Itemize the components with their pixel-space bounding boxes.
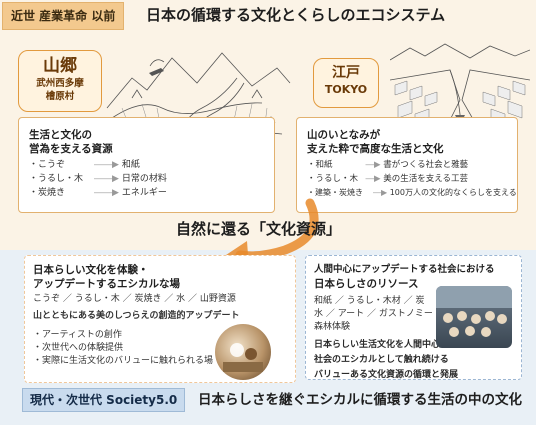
modern-experience-card: 日本らしい文化を体験・ アップデートするエシカルな場 こうぞ ／ うるし・木 ／…: [24, 255, 296, 383]
arrow-icon: ―▶: [373, 188, 390, 197]
edo-badge-sub: TOKYO: [324, 83, 368, 96]
modern-right-line: 日本らしい生活文化を人間中心: [314, 340, 441, 350]
group-photo: [436, 286, 512, 348]
diagram-title: 日本の循環する文化とくらしのエコシステム: [146, 6, 446, 24]
edo-row-right: 100万人の文化的なくらしを支える: [389, 188, 517, 197]
modern-right-line: 社会のエシカルとして触れ続ける: [314, 355, 449, 365]
satoyama-row-left: こうぞ: [38, 160, 66, 170]
modern-right-resources-1: 和紙 ／ うるし・木材 ／ 炭: [314, 296, 425, 306]
modern-left-item: ・実際に生活文化のバリューに触れられる場: [33, 356, 214, 366]
edo-card-title-1: 山のいとなみが: [307, 129, 381, 141]
satoyama-row-left: 炭焼き: [38, 188, 66, 198]
edo-row-left: うるし・木: [315, 174, 359, 184]
era-tag-society5: 現代・次世代 Society5.0: [22, 388, 186, 412]
modern-left-resources: こうぞ ／ うるし・木 ／ 炭焼き ／ 水 ／ 山野資源: [33, 294, 236, 304]
middle-heading: 自然に還る「文化資源」: [176, 220, 342, 238]
edo-row-right: 美の生活を支える工芸: [383, 174, 469, 184]
modern-left-item-text: 実際に生活文化のバリューに触れられる場: [42, 356, 214, 366]
arrow-icon: ―▶: [365, 160, 384, 170]
satoyama-card-title-2: 営為を支える資源: [29, 143, 113, 155]
satoyama-row-left: うるし・木: [38, 174, 84, 184]
arrow-icon: ――▶: [94, 160, 122, 170]
arrow-icon: ――▶: [94, 188, 122, 198]
edo-row: ・建築・炭焼き―▶ 100万人の文化的なくらしを支える: [307, 186, 517, 200]
arrow-icon: ――▶: [94, 174, 122, 184]
satoyama-card-title-1: 生活と文化の: [29, 129, 92, 141]
modern-left-title-2: アップデートするエシカルな場: [33, 278, 180, 290]
satoyama-badge-sub2: 檜原村: [45, 91, 75, 102]
modern-right-resources-2: 水 ／ アート ／ ガストノミー: [314, 309, 433, 319]
satoyama-row-right: 和紙: [121, 160, 140, 170]
craft-photo: [215, 324, 271, 380]
satoyama-badge-sub1: 武州西多摩: [36, 78, 84, 89]
edo-row: ・うるし・木―▶ 美の生活を支える工芸: [307, 174, 469, 184]
satoyama-row-right: エネルギー: [121, 188, 167, 198]
edo-row-left: 和紙: [315, 160, 333, 170]
edo-row: ・和紙―▶ 書がつくる社会と雅藝: [307, 160, 469, 170]
edo-row-left: 建築・炭焼き: [315, 188, 363, 197]
satoyama-resource-card: 生活と文化の 営為を支える資源 ・こうぞ――▶ 和紙 ・うるし・木――▶ 日常の…: [18, 117, 275, 213]
modern-left-item-text: 次世代への体験提供: [42, 343, 124, 353]
modern-right-title-2: 日本らしさのリソース: [314, 278, 419, 290]
edo-badge: 江戸 TOKYO: [313, 58, 379, 108]
modern-left-item-text: アーティストの創作: [42, 330, 122, 340]
footer-title: 日本らしさを継ぐエシカルに循環する生活の中の文化: [198, 392, 522, 408]
modern-left-tagline: 山とともにある美のしつらえの創造的アップデート: [33, 311, 240, 321]
satoyama-row: ・こうぞ――▶ 和紙: [29, 160, 140, 170]
era-tag-pre-industrial: 近世 産業革命 以前: [2, 2, 125, 30]
satoyama-row-right: 日常の材料: [121, 174, 167, 184]
modern-left-title-1: 日本らしい文化を体験・: [33, 264, 149, 276]
satoyama-badge: 山郷 武州西多摩 檜原村: [18, 50, 102, 112]
satoyama-badge-main: 山郷: [43, 56, 77, 76]
modern-right-title-1: 人間中心にアップデートする社会における: [314, 264, 495, 275]
modern-left-item: ・アーティストの創作: [33, 330, 122, 340]
edo-culture-card: 山のいとなみが 支えた粋で高度な生活と文化 ・和紙―▶ 書がつくる社会と雅藝 ・…: [296, 117, 518, 213]
edo-row-right: 書がつくる社会と雅藝: [383, 160, 469, 170]
modern-left-item: ・次世代への体験提供: [33, 343, 124, 353]
edo-badge-main: 江戸: [332, 65, 360, 81]
edo-card-title-2: 支えた粋で高度な生活と文化: [307, 143, 444, 155]
modern-right-line: バリューある文化資源の循環と発展: [314, 370, 459, 380]
modern-right-resources-3: 森林体験: [314, 322, 351, 332]
modern-resource-card: 人間中心にアップデートする社会における 日本らしさのリソース 和紙 ／ うるし・…: [305, 255, 522, 380]
satoyama-row: ・炭焼き――▶ エネルギー: [29, 188, 167, 198]
satoyama-row: ・うるし・木――▶ 日常の材料: [29, 174, 167, 184]
arrow-icon: ―▶: [365, 174, 384, 184]
